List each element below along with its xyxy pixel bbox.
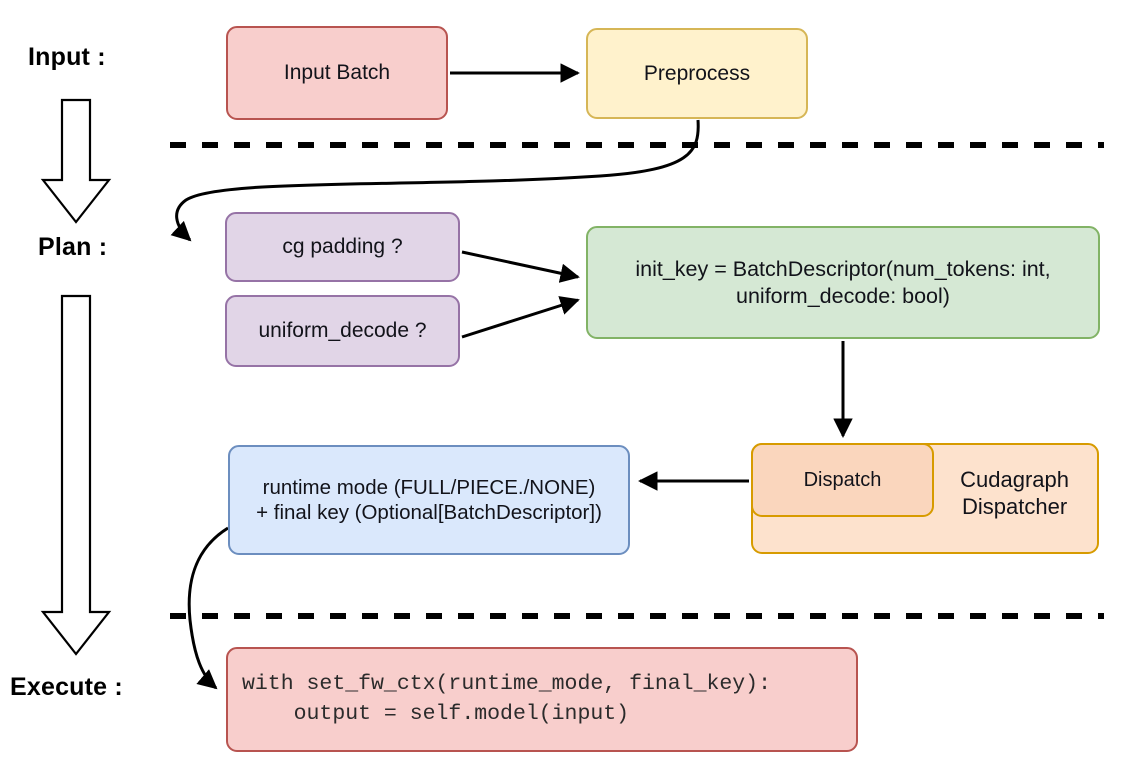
node-execute-code[interactable]: with set_fw_ctx(runtime_mode, final_key)…: [226, 647, 858, 752]
node-runtime-mode-text: runtime mode (FULL/PIECE./NONE) + final …: [256, 475, 602, 525]
plan-to-execute-arrow: [40, 294, 112, 656]
node-preprocess[interactable]: Preprocess: [586, 28, 808, 119]
node-cudagraph-dispatcher-text: Cudagraph Dispatcher: [960, 467, 1069, 521]
node-cg-padding[interactable]: cg padding ?: [225, 212, 460, 282]
edge-cg-padding-to-init-key: [461, 250, 580, 283]
node-execute-code-line-2: output = self.model(input): [242, 701, 630, 726]
node-dispatch-label: Dispatch: [803, 468, 882, 491]
node-init-key-line-2: uniform_decode: bool): [736, 283, 950, 308]
node-cudagraph-dispatcher-line-2: Dispatcher: [961, 493, 1068, 519]
node-init-key-text: init_key = BatchDescriptor(num_tokens: i…: [635, 256, 1050, 308]
node-init-key-line-1: init_key = BatchDescriptor(num_tokens: i…: [635, 257, 1051, 282]
edge-runtime-mode-to-execute-code: [187, 526, 229, 690]
node-uniform-decode[interactable]: uniform_decode ?: [225, 295, 460, 367]
node-execute-code-line-1: with set_fw_ctx(runtime_mode, final_key)…: [242, 672, 771, 697]
node-execute-code-text: with set_fw_ctx(runtime_mode, final_key)…: [242, 670, 771, 728]
stage-label-input: Input :: [28, 43, 106, 71]
node-input-batch-label: Input Batch: [283, 61, 391, 85]
node-uniform-decode-label: uniform_decode ?: [258, 319, 427, 343]
node-cg-padding-label: cg padding ?: [282, 235, 403, 259]
node-init-key[interactable]: init_key = BatchDescriptor(num_tokens: i…: [586, 226, 1100, 339]
stage-label-plan: Plan :: [38, 233, 108, 261]
input-to-plan-arrow: [40, 98, 112, 224]
stage-label-execute: Execute :: [10, 673, 123, 701]
node-input-batch[interactable]: Input Batch: [226, 26, 448, 120]
node-preprocess-label: Preprocess: [643, 61, 751, 85]
edge-uniform-decode-to-init-key: [461, 296, 580, 339]
node-cudagraph-dispatcher-line-1: Cudagraph: [960, 467, 1069, 492]
node-runtime-mode-line-2: + final key (Optional[BatchDescriptor]): [256, 501, 602, 524]
node-dispatch[interactable]: Dispatch: [751, 443, 934, 517]
node-runtime-mode-line-1: runtime mode (FULL/PIECE./NONE): [262, 476, 596, 499]
node-runtime-mode[interactable]: runtime mode (FULL/PIECE./NONE) + final …: [228, 445, 630, 555]
